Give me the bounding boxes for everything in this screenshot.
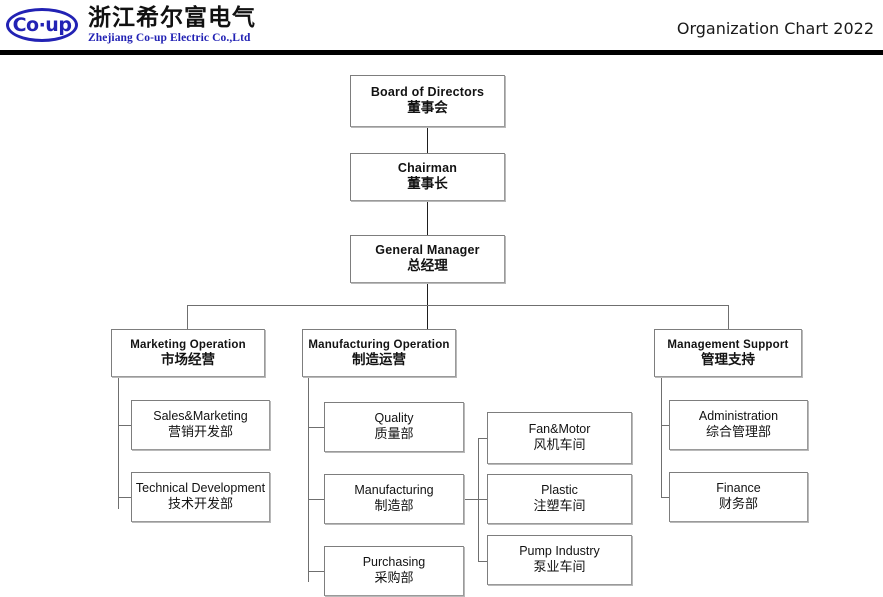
connector-workshop-to-fanmotor (478, 438, 487, 439)
connector-mgmtsupport-to-finance (661, 497, 669, 498)
node-management-support[interactable]: Management Support 管理支持 (654, 329, 802, 377)
node-marketing-operation-cn: 市场经营 (161, 351, 215, 368)
node-chairman[interactable]: Chairman 董事长 (350, 153, 505, 201)
node-quality[interactable]: Quality 质量部 (324, 402, 464, 452)
node-technical-development-en: Technical Development (135, 481, 266, 496)
connector-manufacturing-spine (308, 377, 309, 582)
connector-marketing-spine (118, 377, 119, 509)
node-manufacturing-operation-cn: 制造运营 (352, 351, 406, 368)
node-manufacturing-department-en: Manufacturing (354, 483, 434, 498)
node-management-support-en: Management Support (667, 338, 789, 351)
connector-mgmtsupport-to-admin (661, 425, 669, 426)
node-administration[interactable]: Administration 综合管理部 (669, 400, 808, 450)
coup-logo-icon: Co·up (6, 8, 78, 43)
node-chairman-cn: 董事长 (407, 176, 448, 193)
header-divider (0, 50, 883, 55)
company-name-block: 浙江希尔富电气 Zhejiang Co-up Electric Co.,Ltd (88, 6, 256, 45)
node-manufacturing-operation-en: Manufacturing Operation (308, 338, 450, 351)
node-purchasing-en: Purchasing (362, 555, 426, 570)
node-administration-cn: 综合管理部 (705, 424, 771, 440)
page-header: Co·up 浙江希尔富电气 Zhejiang Co-up Electric Co… (0, 0, 883, 56)
connector-marketing-to-techdev (118, 497, 131, 498)
connector-bus-to-marketing (187, 305, 188, 329)
node-sales-marketing-cn: 营销开发部 (167, 424, 233, 440)
node-finance-en: Finance (716, 481, 761, 496)
node-purchasing-cn: 采购部 (374, 570, 414, 586)
node-pump-industry-en: Pump Industry (519, 544, 600, 559)
node-fan-motor-en: Fan&Motor (528, 422, 591, 437)
connector-bus-to-mgmtsupport (728, 305, 729, 329)
node-board-of-directors-en: Board of Directors (370, 85, 485, 100)
node-plastic[interactable]: Plastic 注塑车间 (487, 474, 632, 524)
node-finance-cn: 财务部 (718, 496, 758, 512)
node-marketing-operation[interactable]: Marketing Operation 市场经营 (111, 329, 265, 377)
company-name-cn: 浙江希尔富电气 (88, 5, 256, 31)
connector-manufacturing-to-purchasing (308, 571, 324, 572)
node-quality-en: Quality (374, 411, 414, 426)
node-fan-motor-cn: 风机车间 (533, 437, 586, 453)
node-pump-industry-cn: 泵业车间 (533, 559, 586, 575)
node-general-manager[interactable]: General Manager 总经理 (350, 235, 505, 283)
node-quality-cn: 质量部 (374, 426, 414, 442)
node-administration-en: Administration (698, 409, 779, 424)
connector-chairman-gm (427, 201, 428, 235)
connector-division-bus (187, 305, 728, 306)
connector-manufacturing-to-quality (308, 427, 324, 428)
node-manufacturing-department-cn: 制造部 (374, 498, 414, 514)
connector-mfgdept-to-workshops (464, 499, 478, 500)
company-logo: Co·up 浙江希尔富电气 Zhejiang Co-up Electric Co… (6, 6, 256, 45)
page-title: Organization Chart 2022 (676, 19, 874, 38)
connector-workshop-to-pump (478, 561, 487, 562)
logo-mark-text: Co·up (12, 13, 72, 36)
node-chairman-en: Chairman (397, 161, 458, 176)
node-fan-motor[interactable]: Fan&Motor 风机车间 (487, 412, 632, 464)
node-sales-marketing[interactable]: Sales&Marketing 营销开发部 (131, 400, 270, 450)
node-marketing-operation-en: Marketing Operation (130, 338, 246, 351)
connector-marketing-to-sales (118, 425, 131, 426)
node-technical-development-cn: 技术开发部 (167, 496, 233, 512)
node-general-manager-cn: 总经理 (407, 258, 448, 275)
node-purchasing[interactable]: Purchasing 采购部 (324, 546, 464, 596)
node-pump-industry[interactable]: Pump Industry 泵业车间 (487, 535, 632, 585)
connector-board-chairman (427, 127, 428, 153)
node-manufacturing-department[interactable]: Manufacturing 制造部 (324, 474, 464, 524)
connector-mgmtsupport-spine (661, 377, 662, 497)
node-board-of-directors[interactable]: Board of Directors 董事会 (350, 75, 505, 127)
node-technical-development[interactable]: Technical Development 技术开发部 (131, 472, 270, 522)
connector-manufacturing-to-mfgdept (308, 499, 324, 500)
node-manufacturing-operation[interactable]: Manufacturing Operation 制造运营 (302, 329, 456, 377)
connector-gm-drop (427, 283, 428, 330)
node-plastic-en: Plastic (541, 483, 578, 498)
node-plastic-cn: 注塑车间 (533, 498, 586, 514)
node-management-support-cn: 管理支持 (701, 351, 755, 368)
node-sales-marketing-en: Sales&Marketing (153, 409, 248, 424)
connector-workshop-to-plastic (478, 499, 487, 500)
node-general-manager-en: General Manager (375, 243, 480, 258)
node-finance[interactable]: Finance 财务部 (669, 472, 808, 522)
node-board-of-directors-cn: 董事会 (407, 100, 448, 117)
company-name-en: Zhejiang Co-up Electric Co.,Ltd (88, 32, 251, 45)
